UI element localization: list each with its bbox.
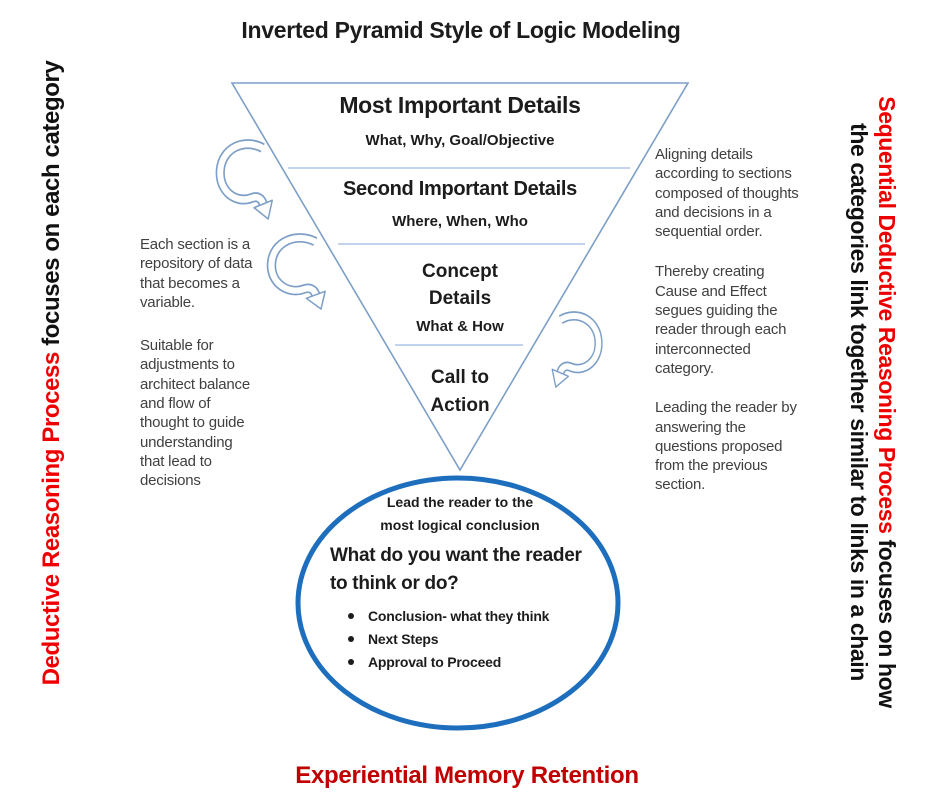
- bullet-dot-icon: [348, 635, 354, 642]
- note-line: reader through each: [655, 321, 787, 339]
- note-line: architect balance: [140, 375, 251, 393]
- footer-caption: Experiential Memory Retention: [295, 762, 639, 789]
- conclusion-ellipse-shape: [295, 475, 621, 731]
- note-line: answering the: [655, 418, 746, 436]
- conclusion-question: What do you want the reader to think or …: [330, 542, 610, 598]
- bullet-label: Conclusion- what they think: [368, 607, 550, 624]
- pyramid-level4-heading-line2: Action: [430, 395, 490, 416]
- left-rotated-caption: Deductive Reasoning Process focuses on e…: [38, 23, 68, 723]
- right-caption-black-text: focuses on how: [874, 533, 900, 708]
- note-line: thought to guide: [140, 414, 245, 432]
- bullet-dot-icon: [348, 658, 354, 665]
- pyramid-level3-subheading: What & How: [416, 318, 504, 335]
- page-title: Inverted Pyramid Style of Logic Modeling: [241, 17, 681, 43]
- right-caption-red-text: Sequential Deductive Reasoning Process: [874, 96, 900, 534]
- note-line: Suitable for: [140, 337, 214, 355]
- right-rotated-caption: Sequential Deductive Reasoning Process f…: [843, 17, 901, 787]
- note-line: adjustments to: [140, 356, 235, 374]
- pyramid-level3-heading-line2: Details: [428, 288, 492, 309]
- note-line: that lead to: [140, 452, 212, 470]
- pyramid-level2-subheading: Where, When, Who: [392, 213, 528, 230]
- pyramid-level3-heading: Concept Details: [230, 258, 690, 312]
- pyramid-level3-heading-line1: Concept: [422, 261, 498, 282]
- left-note-paragraph-1: Each section is a repository of data tha…: [140, 235, 290, 312]
- left-note-paragraph-2: Suitable for adjustments to architect ba…: [140, 336, 290, 490]
- note-line: repository of data: [140, 255, 253, 273]
- right-note-paragraph-1: Aligning details according to sections c…: [655, 145, 840, 241]
- conclusion-question-line1: What do you want the reader: [330, 545, 582, 566]
- conclusion-bullet-list: Conclusion- what they think Next Steps A…: [348, 604, 608, 673]
- note-line: and decisions in a: [655, 203, 772, 221]
- note-line: Aligning details: [655, 146, 753, 163]
- note-line: questions proposed: [655, 437, 783, 455]
- note-line: according to sections: [655, 165, 792, 183]
- note-line: Each section is a: [140, 236, 250, 253]
- note-line: interconnected: [655, 340, 751, 358]
- list-item: Conclusion- what they think: [348, 604, 608, 627]
- left-caption-red-text: Deductive Reasoning Process: [38, 352, 65, 686]
- bullet-label: Approval to Proceed: [368, 653, 502, 670]
- right-note-paragraph-2: Thereby creating Cause and Effect segues…: [655, 262, 840, 378]
- right-notes: Aligning details according to sections c…: [655, 145, 840, 495]
- list-item: Approval to Proceed: [348, 650, 608, 673]
- pyramid-level4-heading: Call to Action: [230, 364, 690, 420]
- note-line: sequential order.: [655, 223, 763, 241]
- bullet-label: Next Steps: [368, 630, 439, 647]
- note-line: and flow of: [140, 395, 211, 413]
- note-line: Leading the reader by: [655, 399, 797, 417]
- note-line: composed of thoughts: [655, 184, 799, 202]
- bullet-dot-icon: [348, 612, 354, 619]
- inverted-pyramid-shape: [230, 82, 690, 472]
- pyramid-level1-subheading: What, Why, Goal/Objective: [365, 132, 555, 149]
- left-notes: Each section is a repository of data tha…: [140, 235, 290, 491]
- pyramid-level4-heading-line1: Call to: [430, 367, 490, 388]
- conclusion-lead-text: Lead the reader to the most logical conc…: [310, 491, 610, 537]
- conclusion-lead-line2: most logical conclusion: [380, 517, 540, 533]
- note-line: that becomes a: [140, 274, 240, 292]
- note-line: segues guiding the: [655, 302, 778, 320]
- note-line: category.: [655, 359, 714, 377]
- note-line: Cause and Effect: [655, 282, 767, 300]
- right-caption-line1: Sequential Deductive Reasoning Process f…: [873, 17, 901, 787]
- right-caption-line2: the categories link together similar to …: [846, 123, 872, 681]
- left-caption-black-text: focuses on each category: [38, 60, 65, 353]
- note-line: decisions: [140, 472, 201, 490]
- note-line: from the previous: [655, 457, 768, 475]
- pyramid-level2-heading: Second Important Details: [343, 178, 577, 200]
- conclusion-question-line2: to think or do?: [330, 573, 459, 594]
- note-line: variable.: [140, 293, 195, 311]
- pyramid-level1-heading: Most Important Details: [339, 92, 581, 118]
- right-note-paragraph-3: Leading the reader by answering the ques…: [655, 398, 840, 494]
- note-line: understanding: [140, 433, 233, 451]
- list-item: Next Steps: [348, 627, 608, 650]
- note-line: Thereby creating: [655, 263, 765, 281]
- note-line: section.: [655, 476, 706, 494]
- conclusion-lead-line1: Lead the reader to the: [386, 494, 534, 510]
